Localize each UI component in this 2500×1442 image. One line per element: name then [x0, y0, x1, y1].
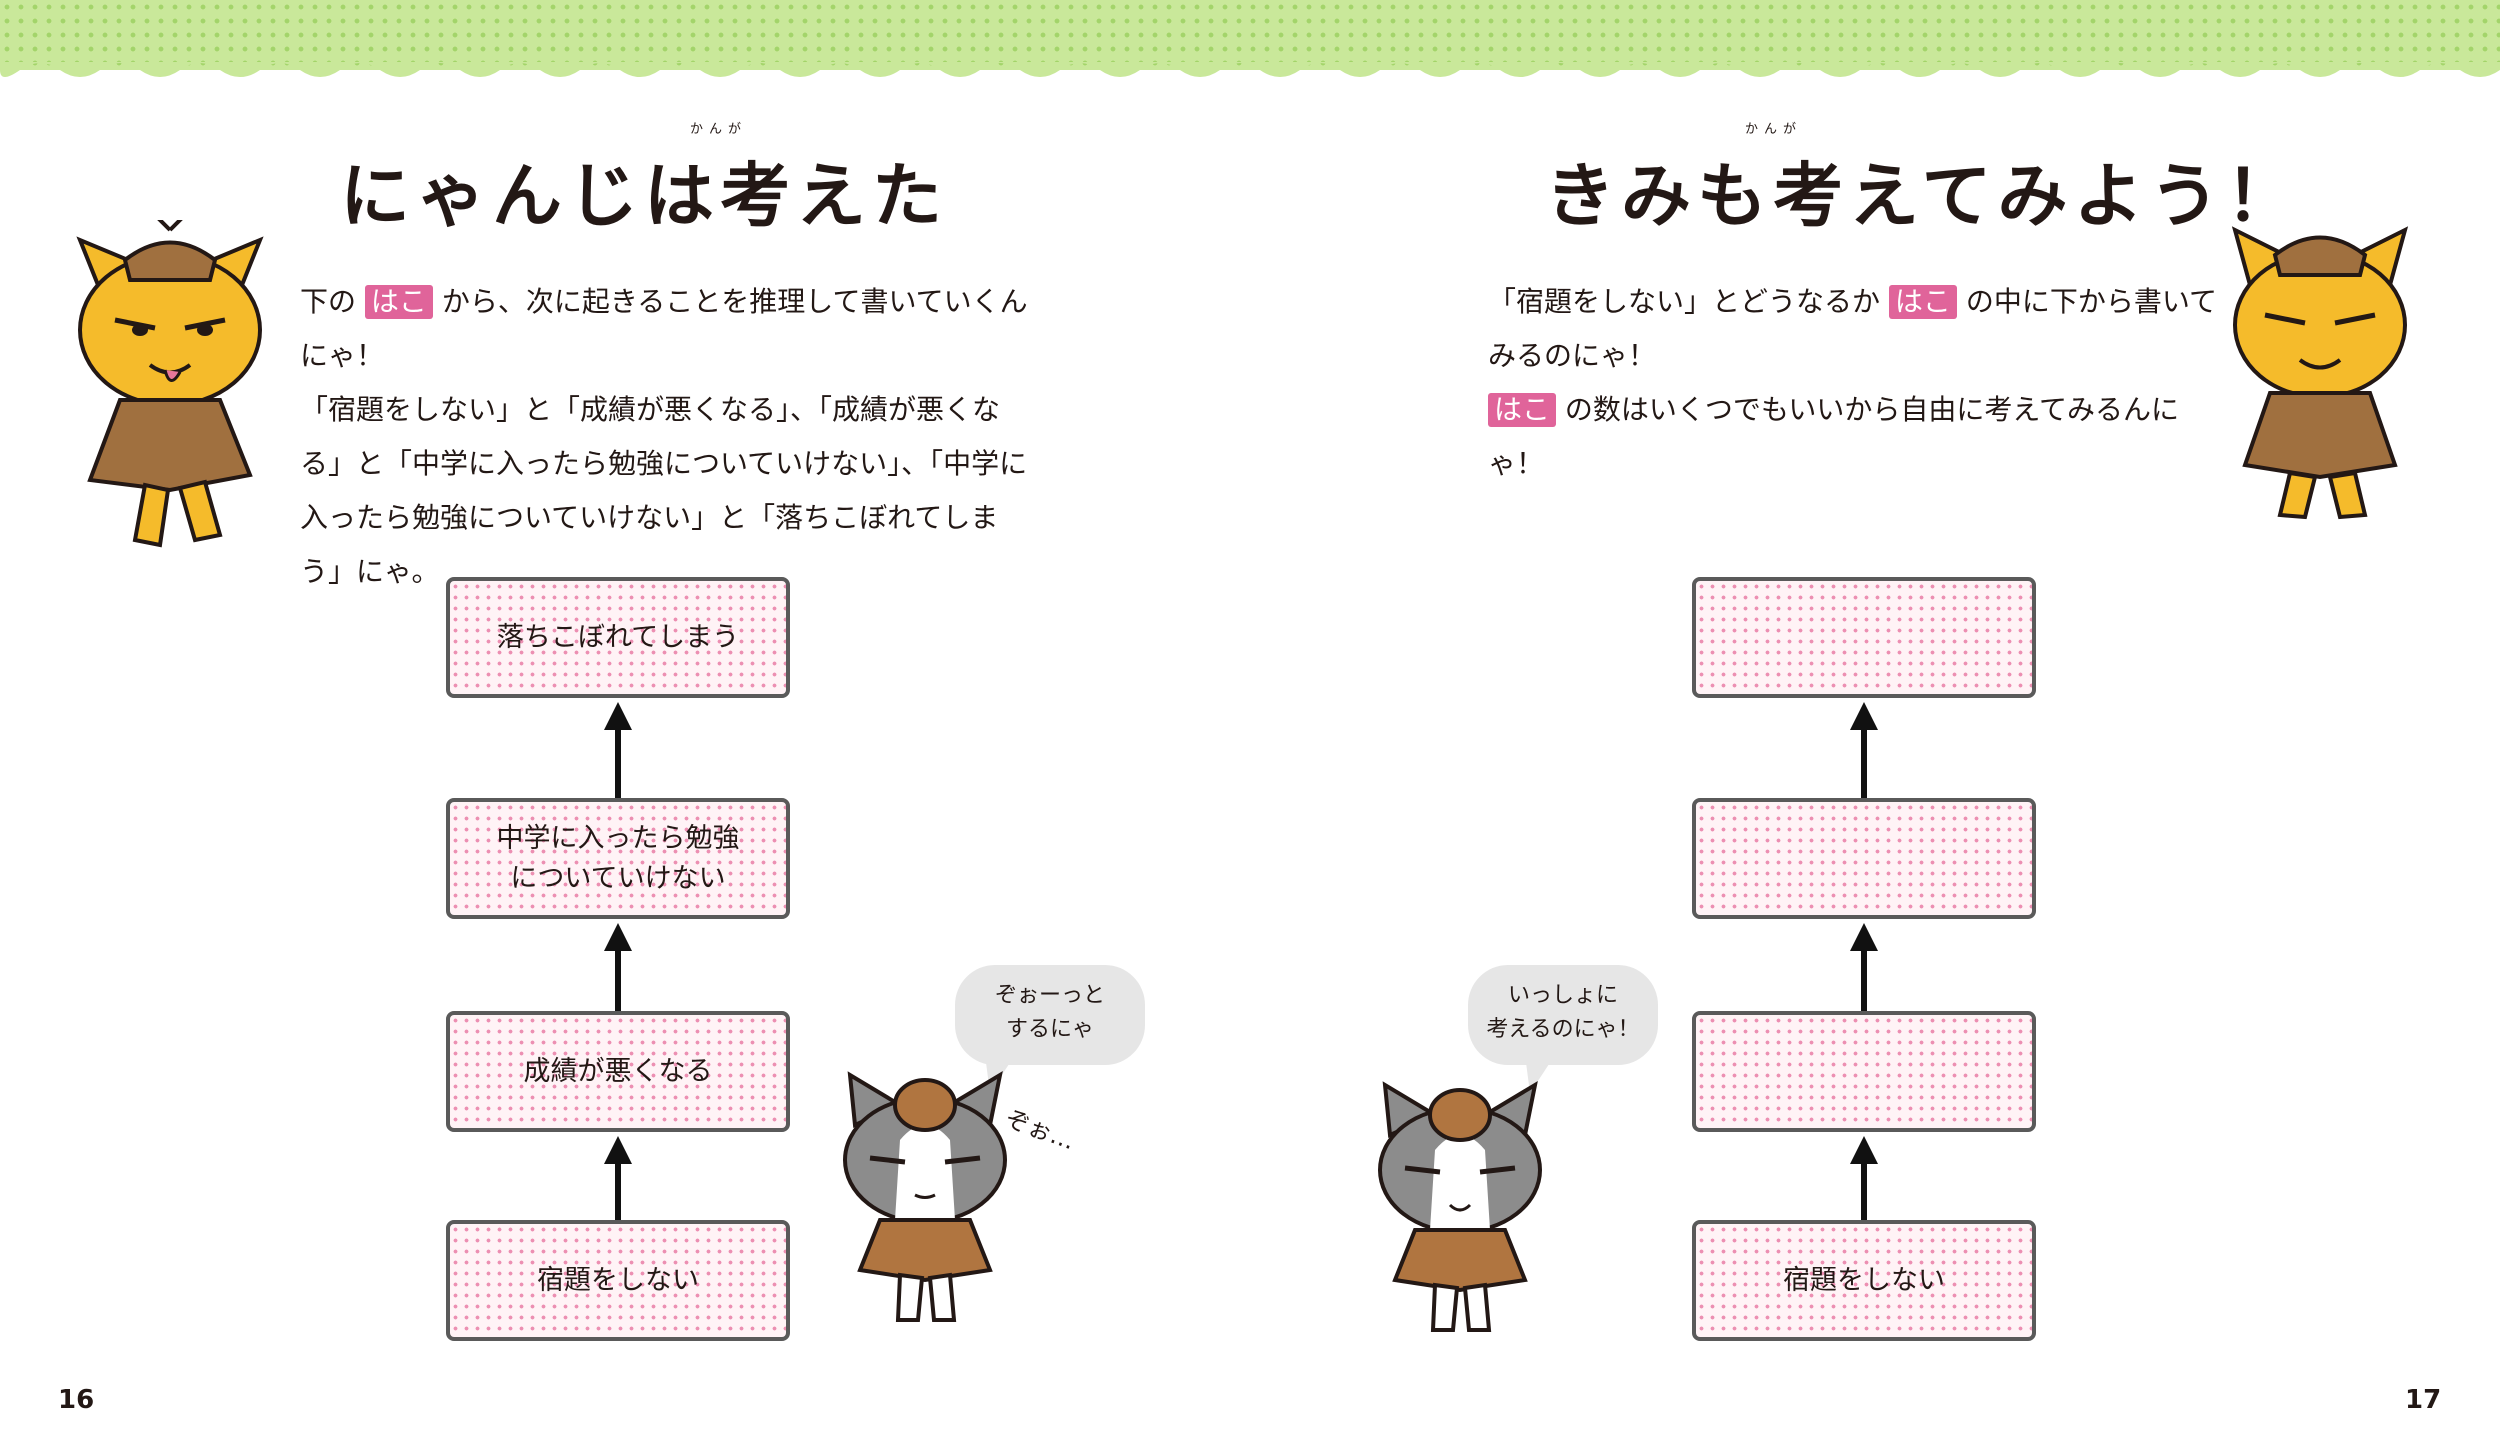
flow-box-fall-behind: 落ちこぼれてしまう: [446, 577, 790, 698]
right-title-ruby: かんが: [1745, 122, 1803, 137]
left-instruction-paragraph: 下の はこ から、次に起きることを推理して書いていくんにゃ！ 「宿題をしない」と…: [300, 285, 1028, 588]
banner-wave: [0, 62, 2500, 77]
arrow-up-icon: [604, 702, 632, 798]
flow-box-grades-drop: 成績が悪くなる: [446, 1011, 790, 1132]
arrow-up-icon: [1850, 1136, 1878, 1220]
arrow-up-icon: [604, 923, 632, 1011]
flow-box-empty-2[interactable]: [1692, 1011, 2036, 1132]
right-page-title: きみも考えてみよう！: [1545, 155, 2302, 237]
speech-bubble-right: いっしょに 考えるのにゃ！: [1468, 965, 1658, 1065]
left-title-ruby: かんが: [690, 122, 748, 137]
detective-cat-yellow-icon: [76, 220, 264, 548]
detective-cat-yellow-icon: [2231, 226, 2409, 520]
arrow-up-icon: [1850, 702, 1878, 798]
bubble-tail: [1525, 1055, 1555, 1093]
arrow-up-icon: [1850, 923, 1878, 1011]
speech-bubble-left: ぞぉーっと するにゃ: [955, 965, 1145, 1065]
flow-box-no-homework-right: 宿題をしない: [1692, 1220, 2036, 1341]
flow-box-empty-4[interactable]: [1692, 577, 2036, 698]
right-instruction-paragraph: 「宿題をしない」とどうなるか はこ の中に下から書いてみるのにゃ！ はこ の数は…: [1488, 285, 2218, 480]
hako-label: はこ: [1488, 393, 1557, 427]
flow-box-no-homework: 宿題をしない: [446, 1220, 790, 1341]
page-number-left: 16: [58, 1385, 95, 1415]
hako-label: はこ: [364, 285, 433, 319]
hako-label: はこ: [1888, 285, 1957, 319]
flow-box-middle-school: 中学に入ったら勉強についていけない: [446, 798, 790, 919]
arrow-up-icon: [604, 1136, 632, 1220]
flow-box-empty-3[interactable]: [1692, 798, 2036, 919]
left-page-title: にゃんじは考えた: [340, 155, 948, 237]
detective-cat-gray-icon: [1378, 1080, 1542, 1332]
detective-cat-gray-icon: [843, 1070, 1007, 1322]
top-banner: [0, 0, 2500, 70]
page-number-right: 17: [2405, 1385, 2442, 1415]
